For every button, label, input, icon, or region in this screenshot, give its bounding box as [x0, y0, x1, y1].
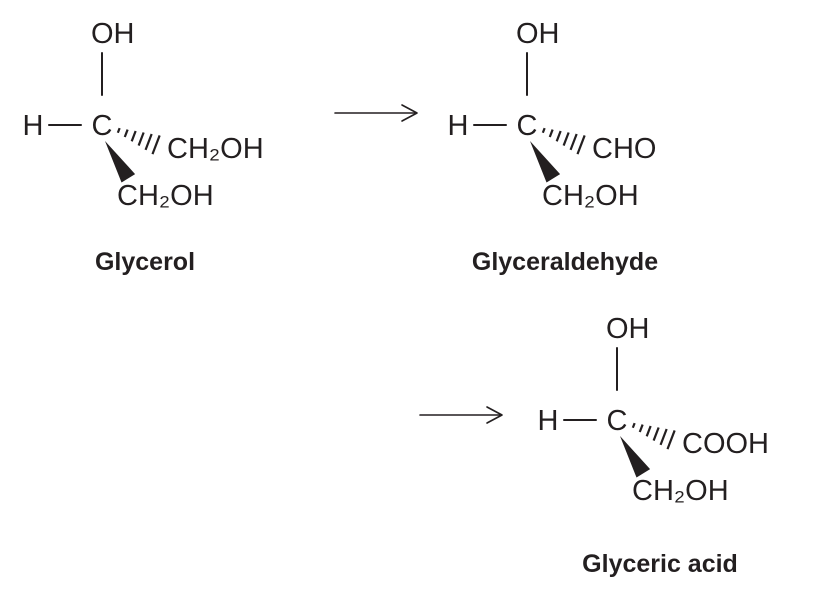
glyceraldehyde-bottom-substituent-label: CH₂OH — [542, 180, 639, 212]
glyceric-acid-carbon-label: C — [607, 405, 628, 437]
glyceraldehyde-carbon-label: C — [517, 110, 538, 142]
reaction-arrow-1 — [334, 104, 418, 122]
glyceraldehyde-name-label: Glyceraldehyde — [472, 248, 658, 276]
glycerol-bottom-substituent-label: CH₂OH — [117, 180, 214, 212]
glyceraldehyde-hydroxyl-label: OH — [516, 18, 560, 50]
glyceric-acid-hydroxyl-label: OH — [606, 313, 650, 345]
glycerol-carbon-label: C — [92, 110, 113, 142]
molecule-glyceric-acid: OH H C COOH CH₂OH Glyceric acid — [538, 313, 769, 578]
glycerol-right-substituent-label: CH₂OH — [167, 133, 264, 165]
glyceric-acid-solid-wedge-bond — [620, 436, 651, 478]
molecule-glyceraldehyde: OH H C CHO CH₂OH Glyceraldehyde — [448, 18, 659, 276]
glyceric-acid-bottom-substituent-label: CH₂OH — [632, 475, 729, 507]
molecule-glycerol: OH H C CH₂OH CH₂OH Glycerol — [23, 18, 264, 276]
glycerol-hydrogen-label: H — [23, 110, 44, 142]
glyceric-acid-name-label: Glyceric acid — [582, 550, 738, 578]
glyceraldehyde-hydrogen-label: H — [448, 110, 469, 142]
glycerol-name-label: Glycerol — [95, 248, 195, 276]
glyceraldehyde-hashed-wedge-bond — [541, 127, 586, 155]
glyceric-acid-right-substituent-label: COOH — [682, 428, 769, 460]
glyceric-acid-hashed-wedge-bond — [631, 422, 676, 450]
glycerol-hashed-wedge-bond — [116, 127, 161, 155]
glycerol-solid-wedge-bond — [105, 141, 136, 183]
reaction-arrow-2 — [419, 406, 503, 424]
glyceraldehyde-right-substituent-label: CHO — [592, 133, 656, 165]
glyceric-acid-hydrogen-label: H — [538, 405, 559, 437]
glyceraldehyde-solid-wedge-bond — [530, 141, 561, 183]
glycerol-hydroxyl-label: OH — [91, 18, 135, 50]
